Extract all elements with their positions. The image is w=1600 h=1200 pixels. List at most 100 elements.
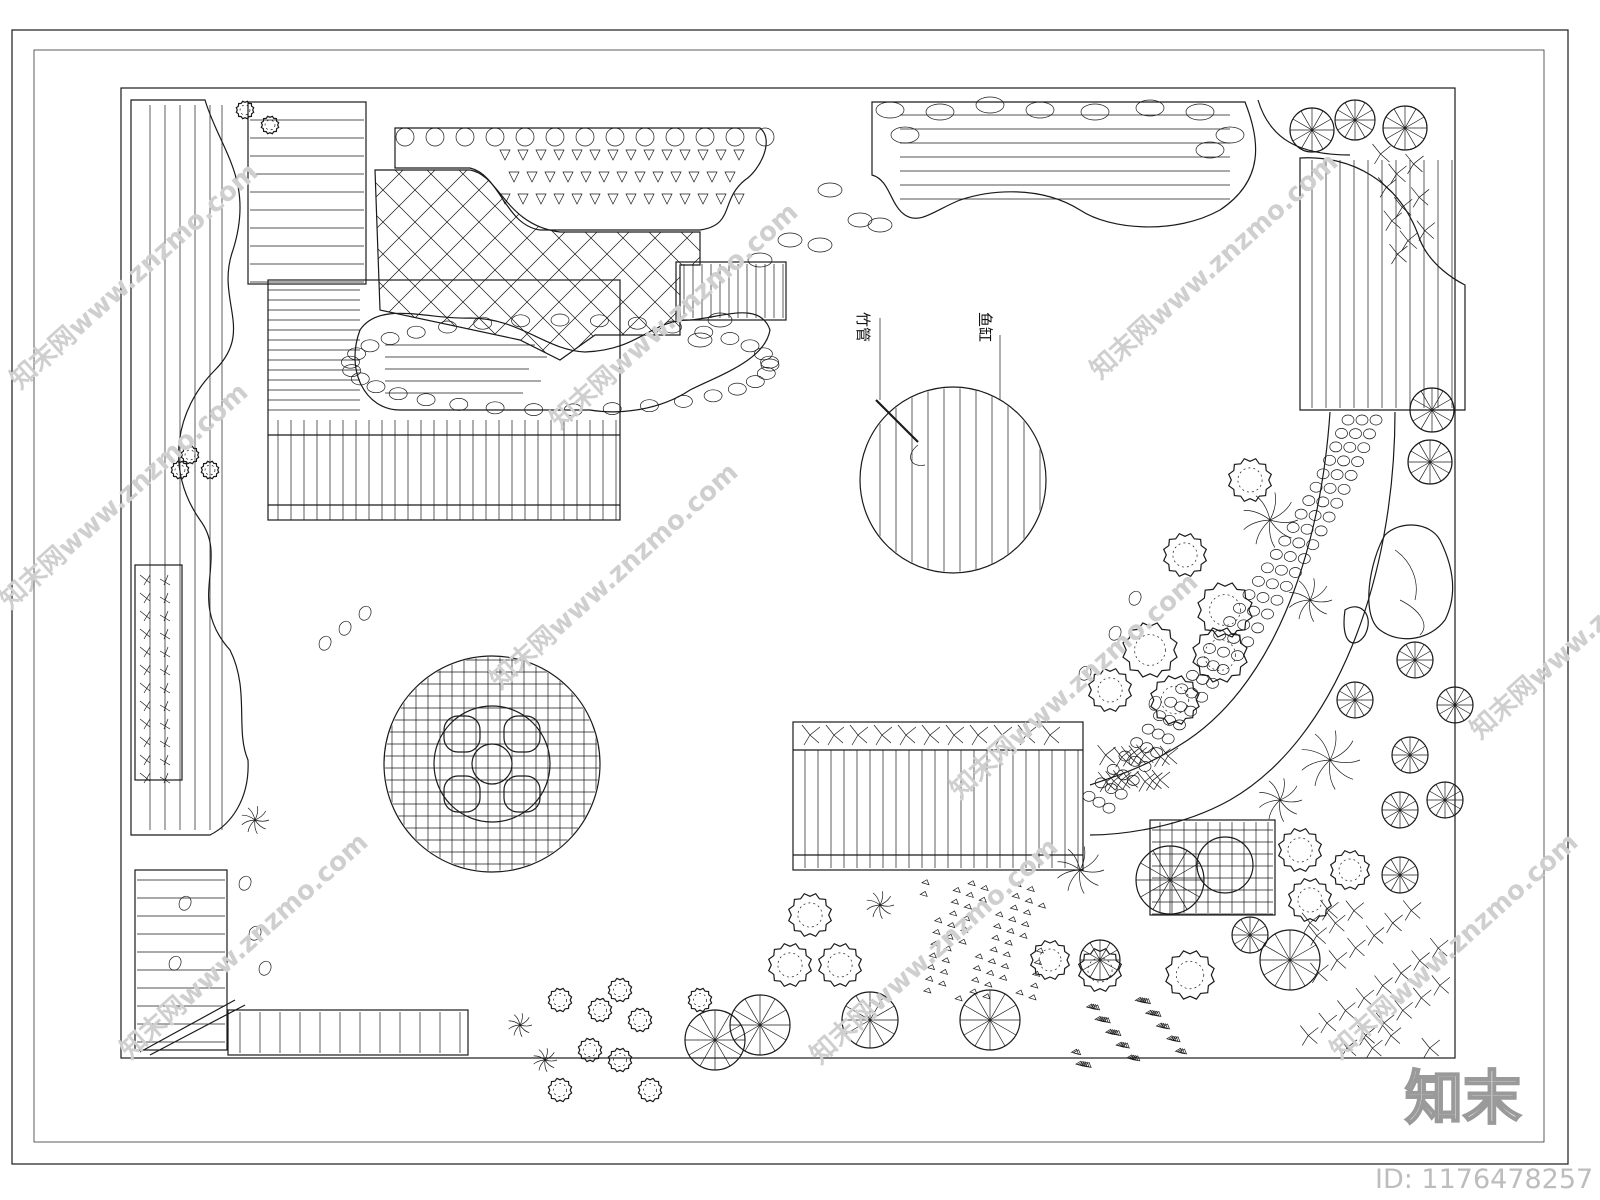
shrub-icon xyxy=(1197,582,1253,638)
rockery-east xyxy=(1343,524,1454,644)
stepping-stone-icon xyxy=(1106,764,1120,775)
bamboo-icon xyxy=(1128,745,1148,766)
bamboo-icon xyxy=(801,724,821,746)
stepping-stone-icon xyxy=(1286,522,1300,533)
bamboo-icon xyxy=(1097,771,1117,793)
stepping-stone-icon xyxy=(1343,441,1357,453)
leaf-icon xyxy=(937,980,947,987)
rock-icon xyxy=(416,393,436,407)
leaf-icon xyxy=(941,957,950,964)
shrub-icon xyxy=(605,127,625,147)
watermark-text-7: 知末网www.znzmo.com xyxy=(945,567,1205,805)
leaf-icon xyxy=(972,965,982,972)
shrub-icon xyxy=(1150,675,1200,725)
stepping-stone-icon xyxy=(1351,456,1364,467)
leaf-icon xyxy=(1035,947,1044,954)
stepping-stone-icon xyxy=(1082,790,1096,802)
stepping-stone-icon xyxy=(1323,482,1337,494)
label-bamboo-pipe: 竹管 xyxy=(854,312,872,342)
bamboo-icon xyxy=(1375,1012,1395,1034)
pergola-northwest xyxy=(267,279,621,521)
bamboo-icon xyxy=(1320,900,1339,921)
stepping-stone-icon xyxy=(1266,578,1279,590)
rock-icon xyxy=(875,101,905,119)
bamboo-icon xyxy=(139,610,171,622)
top-left-deck xyxy=(247,101,367,285)
bamboo-icon xyxy=(1421,1037,1440,1059)
stepping-stone-icon xyxy=(1292,537,1306,549)
round-plaza xyxy=(383,655,601,873)
bamboo-icon xyxy=(139,574,171,586)
rock-icon xyxy=(817,182,843,198)
shrub-icon xyxy=(1122,622,1178,678)
stepping-stone-icon xyxy=(1102,802,1116,814)
bamboo-icon xyxy=(139,646,171,658)
rock-icon xyxy=(674,395,693,408)
rock-icon xyxy=(449,398,469,411)
stepping-stone-icon xyxy=(1114,788,1128,800)
leaf-icon xyxy=(967,880,976,887)
bamboo-icon xyxy=(139,754,171,766)
leaf-icon xyxy=(989,946,998,953)
leaf-icon xyxy=(932,928,941,936)
shrub-icon xyxy=(425,127,445,147)
stepping-stone-icon xyxy=(1247,605,1260,617)
bamboo-icon xyxy=(1389,243,1408,265)
stepping-stone-icon xyxy=(1330,469,1344,480)
stepping-stone-icon xyxy=(1300,523,1314,535)
leaf-icon xyxy=(1174,1047,1184,1054)
bamboo-icon xyxy=(1355,987,1375,1009)
rock-icon xyxy=(727,382,747,396)
rock-icon xyxy=(756,367,776,380)
bamboo-icon xyxy=(1159,745,1179,767)
stepping-stone-icon xyxy=(1316,468,1330,480)
vine-icon xyxy=(1128,590,1142,606)
tree-canopy-icon xyxy=(1407,439,1453,485)
stepping-stone-icon xyxy=(1150,747,1164,758)
shrub-icon xyxy=(180,445,200,465)
leaf-icon xyxy=(948,910,958,917)
shrub-icon xyxy=(767,942,813,988)
shrub-icon xyxy=(395,127,415,147)
leaf-icon xyxy=(922,987,932,994)
bamboo-icon xyxy=(1105,770,1124,792)
bamboo-icon xyxy=(1328,950,1348,971)
bamboo-icon xyxy=(1357,1025,1376,1046)
bamboo-icon xyxy=(1365,925,1385,946)
vine-icon xyxy=(338,620,352,636)
leaf-icon xyxy=(928,952,937,959)
rock-icon xyxy=(485,401,505,415)
leaf-icon xyxy=(1144,1009,1154,1016)
shrub-icon xyxy=(515,127,535,147)
rock-icon xyxy=(347,347,366,361)
top-planting-bed xyxy=(394,127,775,231)
stepping-stone-icon xyxy=(1256,592,1270,603)
bamboo-icon xyxy=(139,700,171,712)
leaf-icon xyxy=(1085,1003,1095,1010)
bamboo-icon xyxy=(1327,912,1346,934)
step-deck xyxy=(675,261,787,321)
leaf-icon xyxy=(1104,1028,1114,1035)
tree-canopy-icon xyxy=(1336,681,1374,719)
shrub-icon xyxy=(1029,939,1071,981)
rock-icon xyxy=(388,387,408,401)
leaf-icon xyxy=(974,953,983,960)
leaf-icon xyxy=(1037,902,1046,909)
leaf-icon xyxy=(959,926,969,934)
stepping-stone-icon xyxy=(1104,783,1118,794)
leaf-icon xyxy=(919,890,928,897)
rock-icon xyxy=(341,355,360,369)
bamboo-icon xyxy=(849,724,869,746)
tree-canopy-icon xyxy=(729,994,791,1056)
tree-canopy-icon xyxy=(1382,105,1428,151)
leaf-icon xyxy=(1070,1048,1080,1055)
bamboo-icon xyxy=(1392,962,1412,984)
stepping-stone-icon xyxy=(1153,710,1166,722)
bamboo-icon xyxy=(1399,230,1419,251)
rock-icon xyxy=(360,339,380,353)
leaf-icon xyxy=(991,934,1000,941)
square-terrace xyxy=(1149,819,1276,916)
stepping-stone-icon xyxy=(1261,608,1274,620)
leaf-icon xyxy=(1033,959,1042,966)
